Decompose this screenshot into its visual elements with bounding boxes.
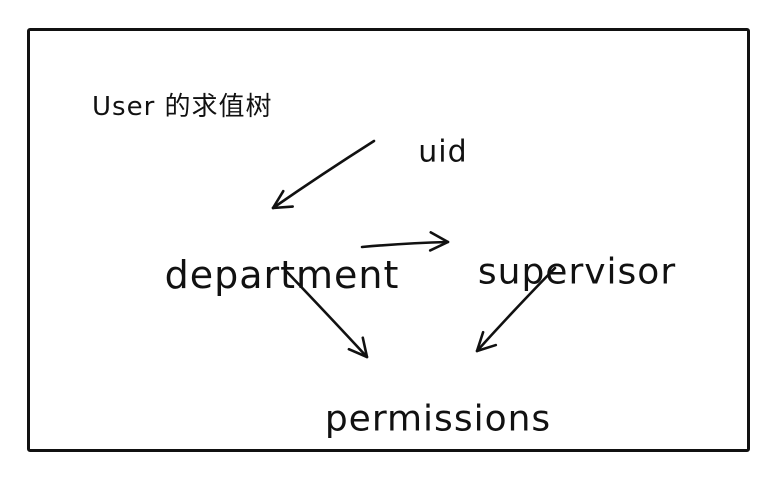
node-permissions: permissions (324, 398, 552, 440)
diagram-title: User 的求值树 (92, 92, 273, 122)
node-uid: uid (418, 134, 468, 170)
node-supervisor: supervisor (477, 251, 677, 293)
diagram-frame: User 的求值树 uid department supervisor perm… (27, 28, 750, 452)
node-department: department (164, 253, 400, 297)
